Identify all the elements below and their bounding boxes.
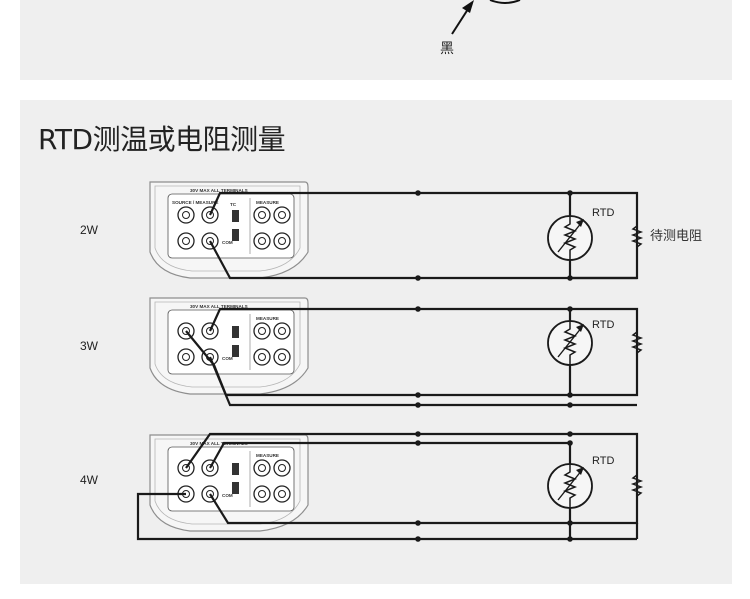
meter-measure-label: MEASURE: [256, 200, 279, 205]
resistor-2w: [630, 225, 644, 248]
meter-com-label: COM: [222, 356, 233, 361]
rtd-label-2w: RTD: [592, 207, 614, 219]
meter-source-label: SOURCE / MEASURE: [172, 200, 218, 205]
meter-header: 30V MAX ALL TERMINALS: [190, 304, 248, 309]
row-label-3w: 3W: [80, 339, 99, 353]
meter-2w: 30V MAX ALL TERMINALS SOURCE / MEASURE M…: [149, 181, 309, 279]
rtd-sensor-2w: [547, 215, 593, 261]
row-2w: 2W 30V MAX ALL TERMINALS SOURCE / MEASUR…: [80, 181, 702, 281]
meter-measure-label: MEASURE: [256, 316, 279, 321]
meter-com-label: COM: [222, 240, 233, 245]
resistor-3w: [630, 331, 644, 354]
row-3w: 3W 30V MAX ALL TERMINALS MEASURE COM RTD: [80, 297, 644, 408]
rtd-sensor-3w: [547, 320, 593, 366]
section-title: RTD测温或电阻测量: [38, 123, 286, 156]
meter-header: 30V MAX ALL TERMINALS: [190, 441, 248, 446]
resistor-4w: [630, 474, 644, 497]
meter-header: 30V MAX ALL TERMINALS: [190, 188, 248, 193]
meter-com-label: COM: [222, 493, 233, 498]
row-label-4w: 4W: [80, 473, 99, 487]
meter-3w: 30V MAX ALL TERMINALS MEASURE COM: [149, 297, 309, 395]
meter-tc-label: TC: [230, 202, 237, 207]
rtd-sensor-4w: [547, 463, 593, 509]
row-4w: 4W 30V MAX ALL TERMINALS MEASURE COM: [80, 431, 644, 542]
row-label-2w: 2W: [80, 223, 99, 237]
black-wire-arrow: [451, 0, 521, 35]
dut-label: 待测电阻: [650, 229, 702, 244]
rtd-label-4w: RTD: [592, 455, 614, 467]
top-panel: [20, 0, 732, 80]
black-wire-label: 黑: [440, 41, 454, 57]
meter-measure-label: MEASURE: [256, 453, 279, 458]
meter-4w: 30V MAX ALL TERMINALS MEASURE COM: [149, 434, 309, 532]
rtd-label-3w: RTD: [592, 319, 614, 331]
